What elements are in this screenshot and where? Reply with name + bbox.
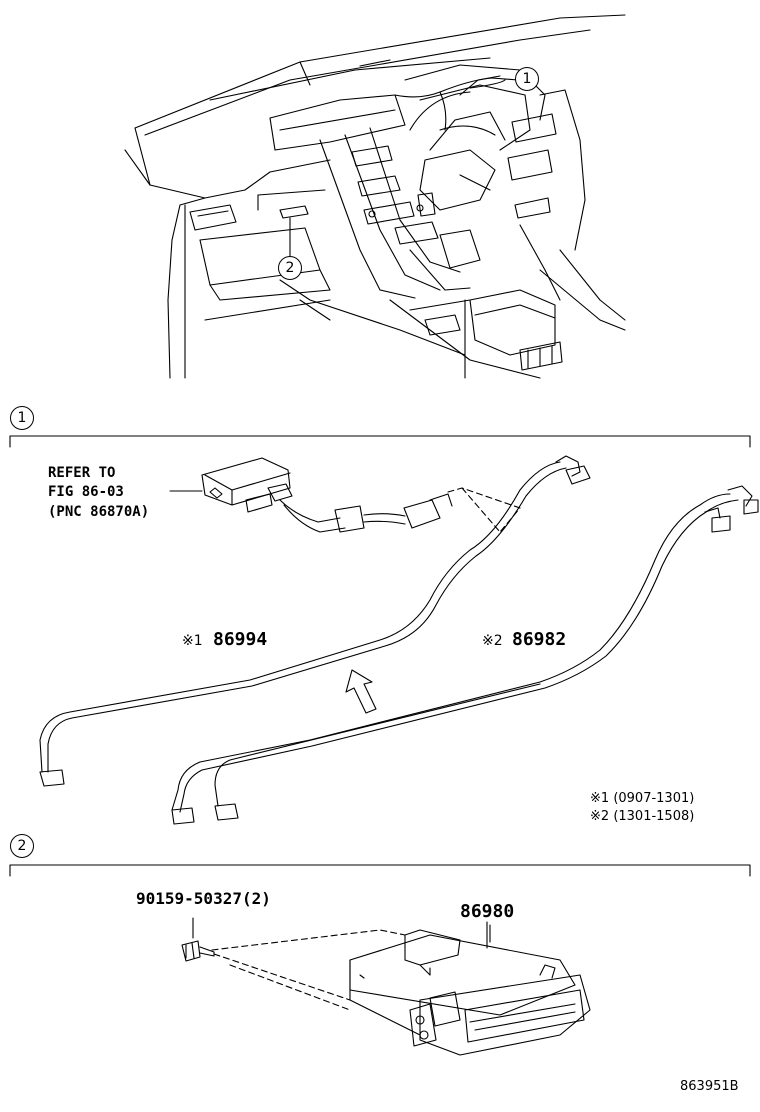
note-1-mark: ※1: [590, 791, 610, 806]
ecu-86980: [349, 924, 591, 1056]
note-2-range: (1301-1508): [613, 809, 695, 824]
section1-callout: 1: [10, 406, 34, 430]
refer-connector-assembly: [169, 457, 521, 533]
unit-label: 86980: [460, 901, 515, 922]
part-b-number: 86982: [512, 629, 567, 650]
figure-code: 863951B: [680, 1079, 739, 1094]
harness-86994: [39, 455, 591, 787]
refer-line-2: FIG 86-03: [48, 484, 124, 500]
part-a-mark: ※1: [182, 633, 203, 649]
note-1: ※1 (0907-1301): [590, 792, 694, 805]
section2-callout: 2: [10, 834, 34, 858]
section1-bracket: [9, 435, 751, 448]
bolt: [181, 917, 406, 1011]
refer-line-1: REFER TO: [48, 465, 116, 481]
bolt-label: 90159-50327(2): [136, 889, 271, 908]
front-arrow: [345, 669, 377, 714]
callout-1-top: 1: [515, 67, 539, 91]
part-a-number: 86994: [213, 629, 268, 650]
note-1-range: (0907-1301): [613, 791, 695, 806]
harness-86982: [171, 485, 759, 825]
refer-line-3: (PNC 86870A): [48, 504, 150, 520]
dashboard-illustration: [124, 14, 626, 379]
part-b-mark: ※2: [482, 633, 503, 649]
section2-bracket: [9, 864, 751, 877]
note-2: ※2 (1301-1508): [590, 810, 694, 823]
note-2-mark: ※2: [590, 809, 610, 824]
callout-2-top: 2: [278, 256, 302, 280]
